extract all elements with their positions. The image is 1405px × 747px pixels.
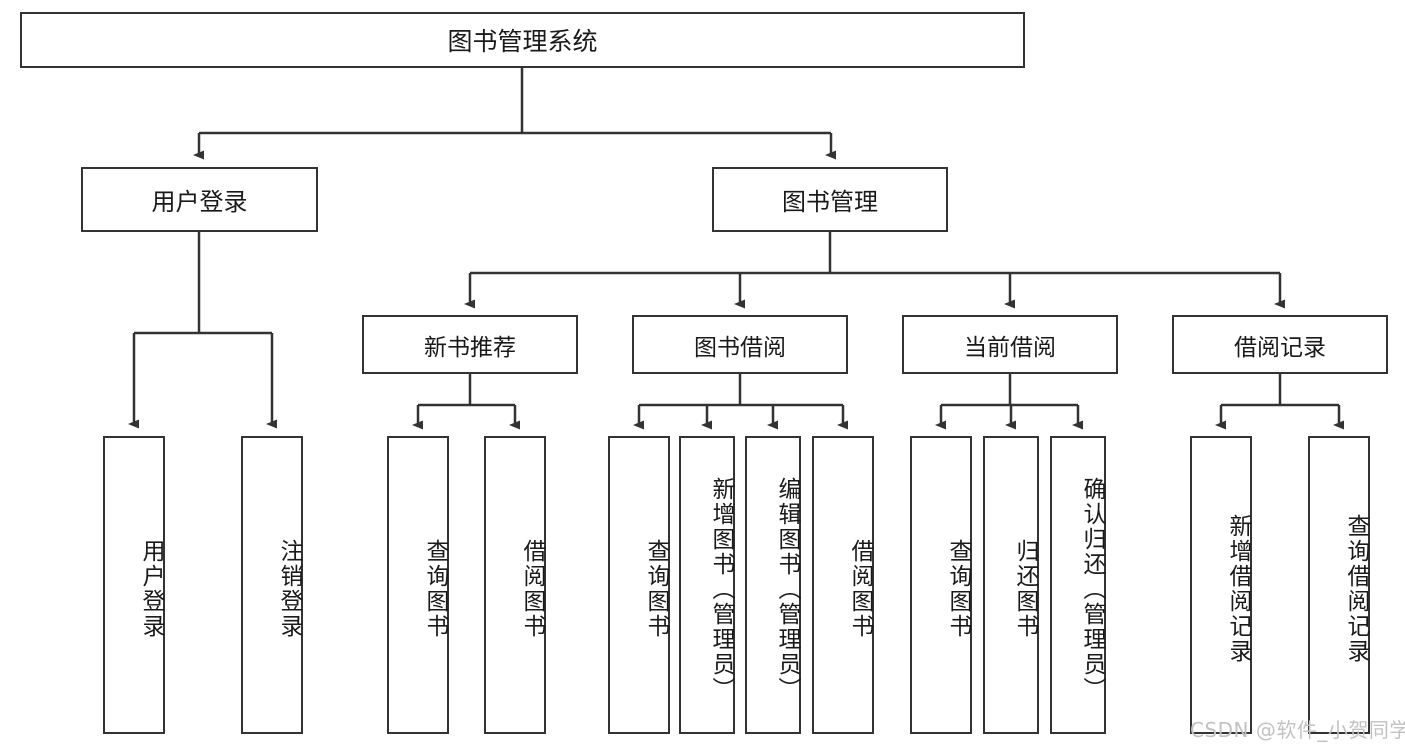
leaf-label: 查询图书 [643,539,669,639]
leaf-label: 借阅图书 [847,539,873,639]
csdn-watermark: CSDN @软件_小贺同学 [1190,718,1405,742]
leaf-label: 编辑图书（管理员） [774,476,800,702]
node-book-management[interactable]: 图书管理 [712,167,948,232]
leaf-return-book[interactable]: 归还图书 [983,436,1039,734]
leaf-label: 借阅图书 [519,539,545,639]
leaf-label: 查询图书 [422,539,448,639]
leaf-add-borrow-record[interactable]: 新增借阅记录 [1190,436,1252,734]
node-book-borrow-label: 图书借阅 [694,334,786,361]
leaf-query-book-current[interactable]: 查询图书 [910,436,972,734]
node-new-book-recommend-label: 新书推荐 [424,334,516,361]
leaf-label: 归还图书 [1012,539,1038,639]
node-book-management-label: 图书管理 [782,188,878,216]
leaf-label: 查询借阅记录 [1343,514,1369,664]
leaf-label: 用户登录 [138,539,164,639]
leaf-borrow-book-recommend[interactable]: 借阅图书 [484,436,546,734]
leaf-add-book-admin[interactable]: 新增图书（管理员） [679,436,735,734]
node-borrow-record[interactable]: 借阅记录 [1172,315,1388,374]
node-user-login-label: 用户登录 [151,188,248,216]
leaf-edit-book-admin[interactable]: 编辑图书（管理员） [745,436,801,734]
leaf-label: 确认归还（管理员） [1079,476,1105,702]
leaf-label: 新增借阅记录 [1225,514,1251,664]
leaf-query-book-borrow[interactable]: 查询图书 [608,436,670,734]
leaf-query-book-recommend[interactable]: 查询图书 [387,436,449,734]
node-root-label: 图书管理系统 [447,27,598,56]
leaf-logout[interactable]: 注销登录 [241,436,303,734]
leaf-borrow-book[interactable]: 借阅图书 [812,436,874,734]
node-root[interactable]: 图书管理系统 [20,12,1025,68]
leaf-label: 注销登录 [276,539,302,639]
node-current-borrow-label: 当前借阅 [964,334,1056,361]
leaf-query-borrow-record[interactable]: 查询借阅记录 [1308,436,1370,734]
leaf-label: 查询图书 [945,539,971,639]
leaf-user-login[interactable]: 用户登录 [103,436,165,734]
node-new-book-recommend[interactable]: 新书推荐 [362,315,578,374]
node-user-login[interactable]: 用户登录 [81,167,318,232]
node-book-borrow[interactable]: 图书借阅 [632,315,848,374]
node-borrow-record-label: 借阅记录 [1234,334,1326,361]
node-current-borrow[interactable]: 当前借阅 [902,315,1118,374]
leaf-confirm-return-admin[interactable]: 确认归还（管理员） [1050,436,1106,734]
leaf-label: 新增图书（管理员） [708,476,734,702]
